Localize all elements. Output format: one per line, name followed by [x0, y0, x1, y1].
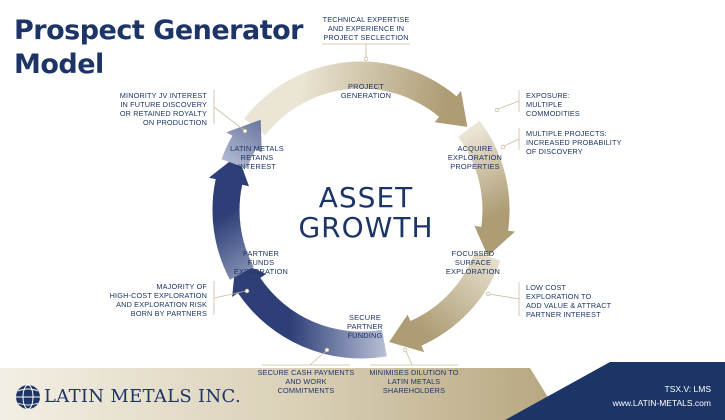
annotation-line: MINORITY JV INTEREST [119, 91, 207, 100]
ticker-symbol: TSX.V: LMS [664, 384, 711, 394]
arrow-segment-acquire [458, 120, 515, 257]
stage-line: PARTNER [242, 249, 280, 258]
stage-line: PROJECT [348, 82, 384, 91]
stage-line: INTEREST [237, 162, 277, 171]
annotation-secure-cash-payments: SECURE CASH PAYMENTS AND WORK COMMITMENT… [256, 368, 356, 395]
annotation-majority-high-cost: MAJORITY OF HIGH-COST EXPLORATION AND EX… [96, 282, 207, 318]
stage-line: FUNDING [347, 331, 383, 340]
annotation-line: EXPOSURE: [526, 91, 570, 100]
arrow-segment-retains-interest [221, 119, 262, 169]
center-line-1: ASSET [318, 181, 414, 214]
annotation-line: LOW COST [526, 283, 567, 292]
annotation-line: MULTIPLE PROJECTS: [526, 129, 607, 138]
stage-line: EXPLORATION [447, 153, 503, 162]
leader-lines [213, 43, 520, 366]
arrow-segment-secure-funding [232, 260, 387, 359]
annotation-low-cost-exploration: LOW COST EXPLORATION TO ADD VALUE & ATTR… [526, 283, 611, 319]
annotation-line: ON PRODUCTION [143, 118, 207, 127]
annotation-line: LATIN METALS [387, 377, 441, 386]
annotation-line: PARTNER INTEREST [526, 310, 601, 319]
stage-line: FUNDS [247, 258, 275, 267]
globe-logo-icon [16, 384, 40, 410]
annotation-line: AND WORK [285, 377, 327, 386]
stage-line: PARTNER [346, 322, 384, 331]
stage-secure-partner-funding: SECURE PARTNER FUNDING [320, 313, 410, 340]
stage-line: FOCUSSED [451, 249, 495, 258]
stage-line: SURFACE [454, 258, 492, 267]
stage-line: EXPLORATION [233, 267, 289, 276]
annotation-line: OR RETAINED ROYALTY [119, 109, 207, 118]
annotation-technical-expertise: TECHNICAL EXPERTISE AND EXPERIENCE IN PR… [306, 15, 426, 42]
annotation-line: COMMODITIES [526, 109, 580, 118]
annotation-exposure: EXPOSURE: MULTIPLE COMMODITIES [526, 91, 580, 118]
annotation-line: INCREASED PROBABILITY [526, 138, 622, 147]
annotation-line: COMMITMENTS [277, 386, 335, 395]
annotation-line: MINIMISES DILUTION TO [369, 368, 459, 377]
annotation-line: BORN BY PARTNERS [130, 309, 207, 318]
annotation-multiple-projects: MULTIPLE PROJECTS: INCREASED PROBABILITY… [526, 129, 622, 156]
center-asset-growth: ASSET GROWTH [296, 183, 436, 243]
stage-line: EXPLORATION [445, 267, 501, 276]
annotation-line: TECHNICAL EXPERTISE [322, 15, 410, 24]
annotation-line: SHAREHOLDERS [382, 386, 446, 395]
annotation-line: MULTIPLE [526, 100, 563, 109]
leader-dots [242, 56, 506, 353]
annotation-minority-jv-interest: MINORITY JV INTEREST IN FUTURE DISCOVERY… [96, 91, 207, 127]
company-logo-text: LATIN METALS INC. [44, 386, 241, 407]
annotation-line: EXPLORATION TO [526, 292, 592, 301]
stage-line: LATIN METALS [230, 144, 284, 153]
arrow-segment-project-generation [244, 61, 468, 136]
stage-line: SECURE [348, 313, 381, 322]
annotation-line: AND EXPERIENCE IN [327, 24, 405, 33]
stage-line: RETAINS [240, 153, 274, 162]
stage-latin-metals-retains-interest: LATIN METALS RETAINS INTEREST [212, 144, 302, 171]
annotation-line: PROJECT SECLECTION [323, 33, 409, 42]
page-title: Prospect Generator Model [14, 14, 304, 82]
title-line-2: Model [14, 49, 104, 80]
center-line-2: GROWTH [298, 211, 434, 244]
annotation-line: IN FUTURE DISCOVERY [120, 100, 207, 109]
annotation-line: HIGH-COST EXPLORATION [109, 291, 207, 300]
stage-focussed-surface-exploration: FOCUSSED SURFACE EXPLORATION [428, 249, 518, 276]
footer-navy-band [505, 362, 725, 420]
stage-project-generation: PROJECT GENERATION [316, 82, 416, 100]
stage-partner-funds-exploration: PARTNER FUNDS EXPLORATION [216, 249, 306, 276]
annotation-line: MAJORITY OF [156, 282, 207, 291]
annotation-minimises-dilution: MINIMISES DILUTION TO LATIN METALS SHARE… [364, 368, 464, 395]
stage-acquire-exploration-properties: ACQUIRE EXPLORATION PROPERTIES [430, 144, 520, 171]
annotation-line: AND EXPLORATION RISK [116, 300, 207, 309]
annotation-line: ADD VALUE & ATTRACT [526, 301, 612, 310]
stage-line: ACQUIRE [457, 144, 493, 153]
annotation-line: OF DISCOVERY [526, 147, 583, 156]
website-link[interactable]: www.LATIN-METALS.com [612, 398, 711, 408]
arrow-segment-partner-funds [208, 155, 254, 280]
stage-line: GENERATION [340, 91, 392, 100]
title-line-1: Prospect Generator [14, 15, 304, 46]
stage-line: PROPERTIES [450, 162, 500, 171]
annotation-line: SECURE CASH PAYMENTS [257, 368, 355, 377]
arrow-segment-focussed [389, 251, 501, 353]
footer-gold-band [0, 368, 562, 420]
